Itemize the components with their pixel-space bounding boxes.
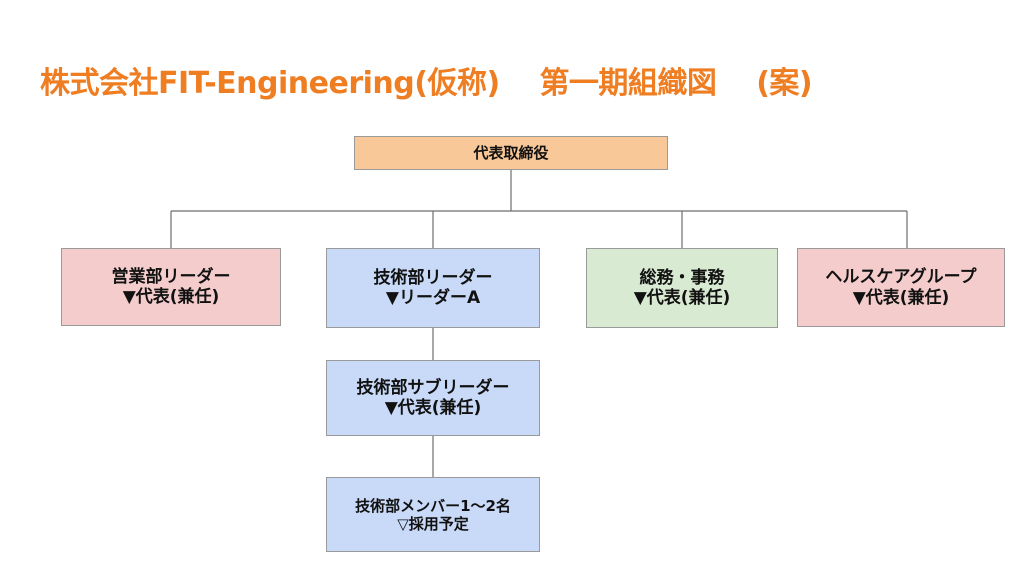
sales-leader-box: 営業部リーダー ▼代表(兼任) <box>61 248 281 326</box>
title-subject: 第一期組織図 <box>539 66 717 101</box>
slide-title: 株式会社FIT-Engineering(仮称) 第一期組織図 (案) <box>40 58 1000 102</box>
tech-members-status: ▽採用予定 <box>397 514 469 533</box>
title-draft: (案) <box>756 66 813 101</box>
sales-leader-assignee: ▼代表(兼任) <box>122 287 220 307</box>
general-affairs-box: 総務・事務 ▼代表(兼任) <box>586 248 778 328</box>
general-affairs-assignee: ▼代表(兼任) <box>633 288 731 308</box>
sales-leader-title: 営業部リーダー <box>111 266 231 287</box>
general-affairs-title: 総務・事務 <box>639 267 725 288</box>
tech-leader-title: 技術部リーダー <box>373 267 493 288</box>
tech-subleader-assignee: ▼代表(兼任) <box>384 398 482 418</box>
tech-leader-assignee: ▼リーダーA <box>385 288 481 308</box>
tech-leader-box: 技術部リーダー ▼リーダーA <box>326 248 540 328</box>
tech-subleader-box: 技術部サブリーダー ▼代表(兼任) <box>326 360 540 436</box>
tech-members-box: 技術部メンバー1～2名 ▽採用予定 <box>326 477 540 552</box>
ceo-box: 代表取締役 <box>354 136 668 170</box>
healthcare-group-box: ヘルスケアグループ ▼代表(兼任) <box>797 248 1005 327</box>
tech-subleader-title: 技術部サブリーダー <box>356 377 510 398</box>
ceo-label: 代表取締役 <box>473 144 549 162</box>
healthcare-group-title: ヘルスケアグループ <box>825 267 977 288</box>
title-company: 株式会社FIT-Engineering(仮称) <box>40 66 500 101</box>
healthcare-group-assignee: ▼代表(兼任) <box>852 287 950 308</box>
tech-members-title: 技術部メンバー1～2名 <box>355 496 511 515</box>
